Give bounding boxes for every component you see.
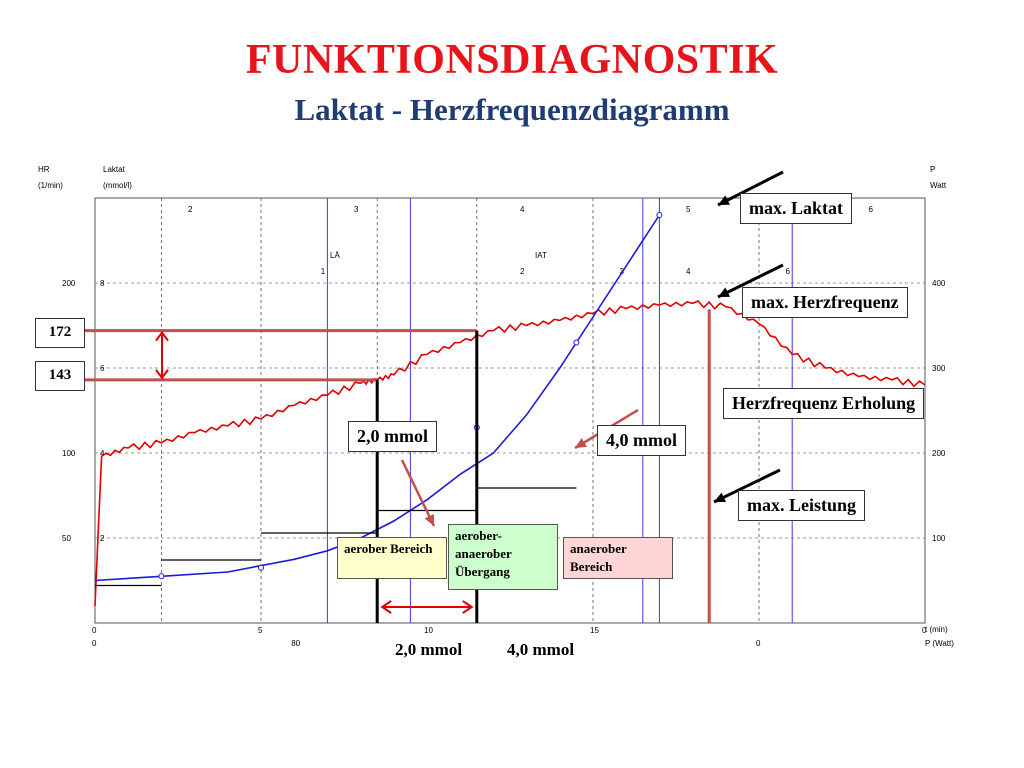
arrowhead: [575, 437, 587, 448]
power-tick-label: 300: [932, 364, 946, 373]
time-tick-label: 15: [590, 626, 599, 635]
bottom-2mmol-label: 2,0 mmol: [395, 640, 463, 659]
arrowhead: [714, 492, 726, 502]
arrowhead: [462, 600, 474, 614]
mmol-4-label: 4,0 mmol: [597, 425, 686, 456]
zone-uebergang: aerober-anaerober Übergang: [448, 524, 558, 590]
hr-143-label: 143: [35, 361, 85, 391]
hr-tick-label: 50: [62, 534, 71, 543]
series: [94, 212, 926, 607]
max-laktat-arrow: [717, 170, 784, 207]
tick-labels: 2008400150630010042005021000510150080023…: [62, 205, 946, 648]
hr-tick-label: 200: [62, 279, 76, 288]
lactate-axis-unit: (mmol/l): [103, 181, 132, 190]
time-tick-label: 5: [258, 626, 263, 635]
lactate-tick-label: 8: [100, 279, 105, 288]
arrowhead: [718, 195, 730, 205]
arrowhead: [718, 287, 730, 297]
max-laktat-label: max. Laktat: [740, 193, 852, 224]
time-tick-label: 10: [424, 626, 433, 635]
stage-number-label: 3: [354, 205, 359, 214]
arrowhead: [424, 514, 434, 526]
stage-number-label: 2: [188, 205, 193, 214]
axis-labels: HR (1/min) Laktat (mmol/l) P Watt t (min…: [38, 165, 954, 648]
hr-axis-unit: (1/min): [38, 181, 63, 190]
zone-anaerob: anaerober Bereich: [563, 537, 673, 579]
power-tick-label: 100: [932, 534, 946, 543]
page-title: FUNKTIONSDIAGNOSTIK: [245, 37, 779, 83]
hr-series-line: [94, 300, 926, 607]
hf-erholung-label: Herzfrequenz Erholung: [723, 388, 925, 419]
time-tick-label: 0: [922, 626, 927, 635]
lactate-tick-label: 6: [100, 364, 105, 373]
lactate-series-line: [94, 214, 661, 582]
la-marker-label: LÄ: [330, 251, 340, 260]
zone-aerob: aerober Bereich: [337, 537, 447, 579]
time-tick-label: 0: [92, 626, 97, 635]
hr-172-label: 172: [35, 318, 85, 348]
max-hf-arrow: [717, 263, 784, 299]
stage-number-label: 6: [786, 267, 791, 276]
power-tick-label: 200: [932, 449, 946, 458]
stage-number-label: 4: [686, 267, 691, 276]
watt-tick-label: 0: [92, 639, 97, 648]
lactate-point: [573, 339, 580, 346]
time-axis-label: t (min): [925, 625, 948, 634]
lactate-point: [158, 573, 165, 580]
iat-marker-label: IAT: [535, 251, 547, 260]
watt-axis-label: P (Watt): [925, 639, 954, 648]
lactate-tick-label: 4: [100, 449, 105, 458]
mmol-2-label: 2,0 mmol: [348, 421, 437, 452]
hr-tick-label: 100: [62, 449, 76, 458]
power-tick-label: 400: [932, 279, 946, 288]
page-subtitle: Laktat - Herzfrequenzdiagramm: [294, 92, 730, 127]
stage-number-label: 1: [321, 267, 326, 276]
lactate-axis-label: Laktat: [103, 165, 126, 174]
stage-number-label: 6: [869, 205, 874, 214]
stage-number-label: 4: [520, 205, 525, 214]
arrowhead: [380, 600, 392, 614]
plot-frame: [94, 197, 926, 624]
max-herzfrequenz-label: max. Herzfrequenz: [742, 287, 908, 318]
bottom-4mmol-label: 4,0 mmol: [507, 640, 575, 659]
watt-tick-label: 0: [756, 639, 761, 648]
stage-number-label: 2: [520, 267, 525, 276]
max-leistung-arrow: [713, 468, 781, 504]
max-leistung-label: max. Leistung: [738, 490, 866, 521]
watt-tick-label: 80: [291, 639, 300, 648]
arrowhead: [155, 330, 169, 342]
lactate-tick-label: 2: [100, 534, 105, 543]
power-axis-unit: Watt: [930, 181, 947, 190]
lactate-point: [258, 564, 264, 571]
arrowhead: [155, 369, 169, 380]
lactate-point: [656, 212, 663, 218]
stage-number-label: 5: [686, 205, 691, 214]
hr-axis-label: HR: [38, 165, 50, 174]
mmol-2-arrow: [400, 459, 436, 527]
power-axis-label: P: [930, 165, 935, 174]
